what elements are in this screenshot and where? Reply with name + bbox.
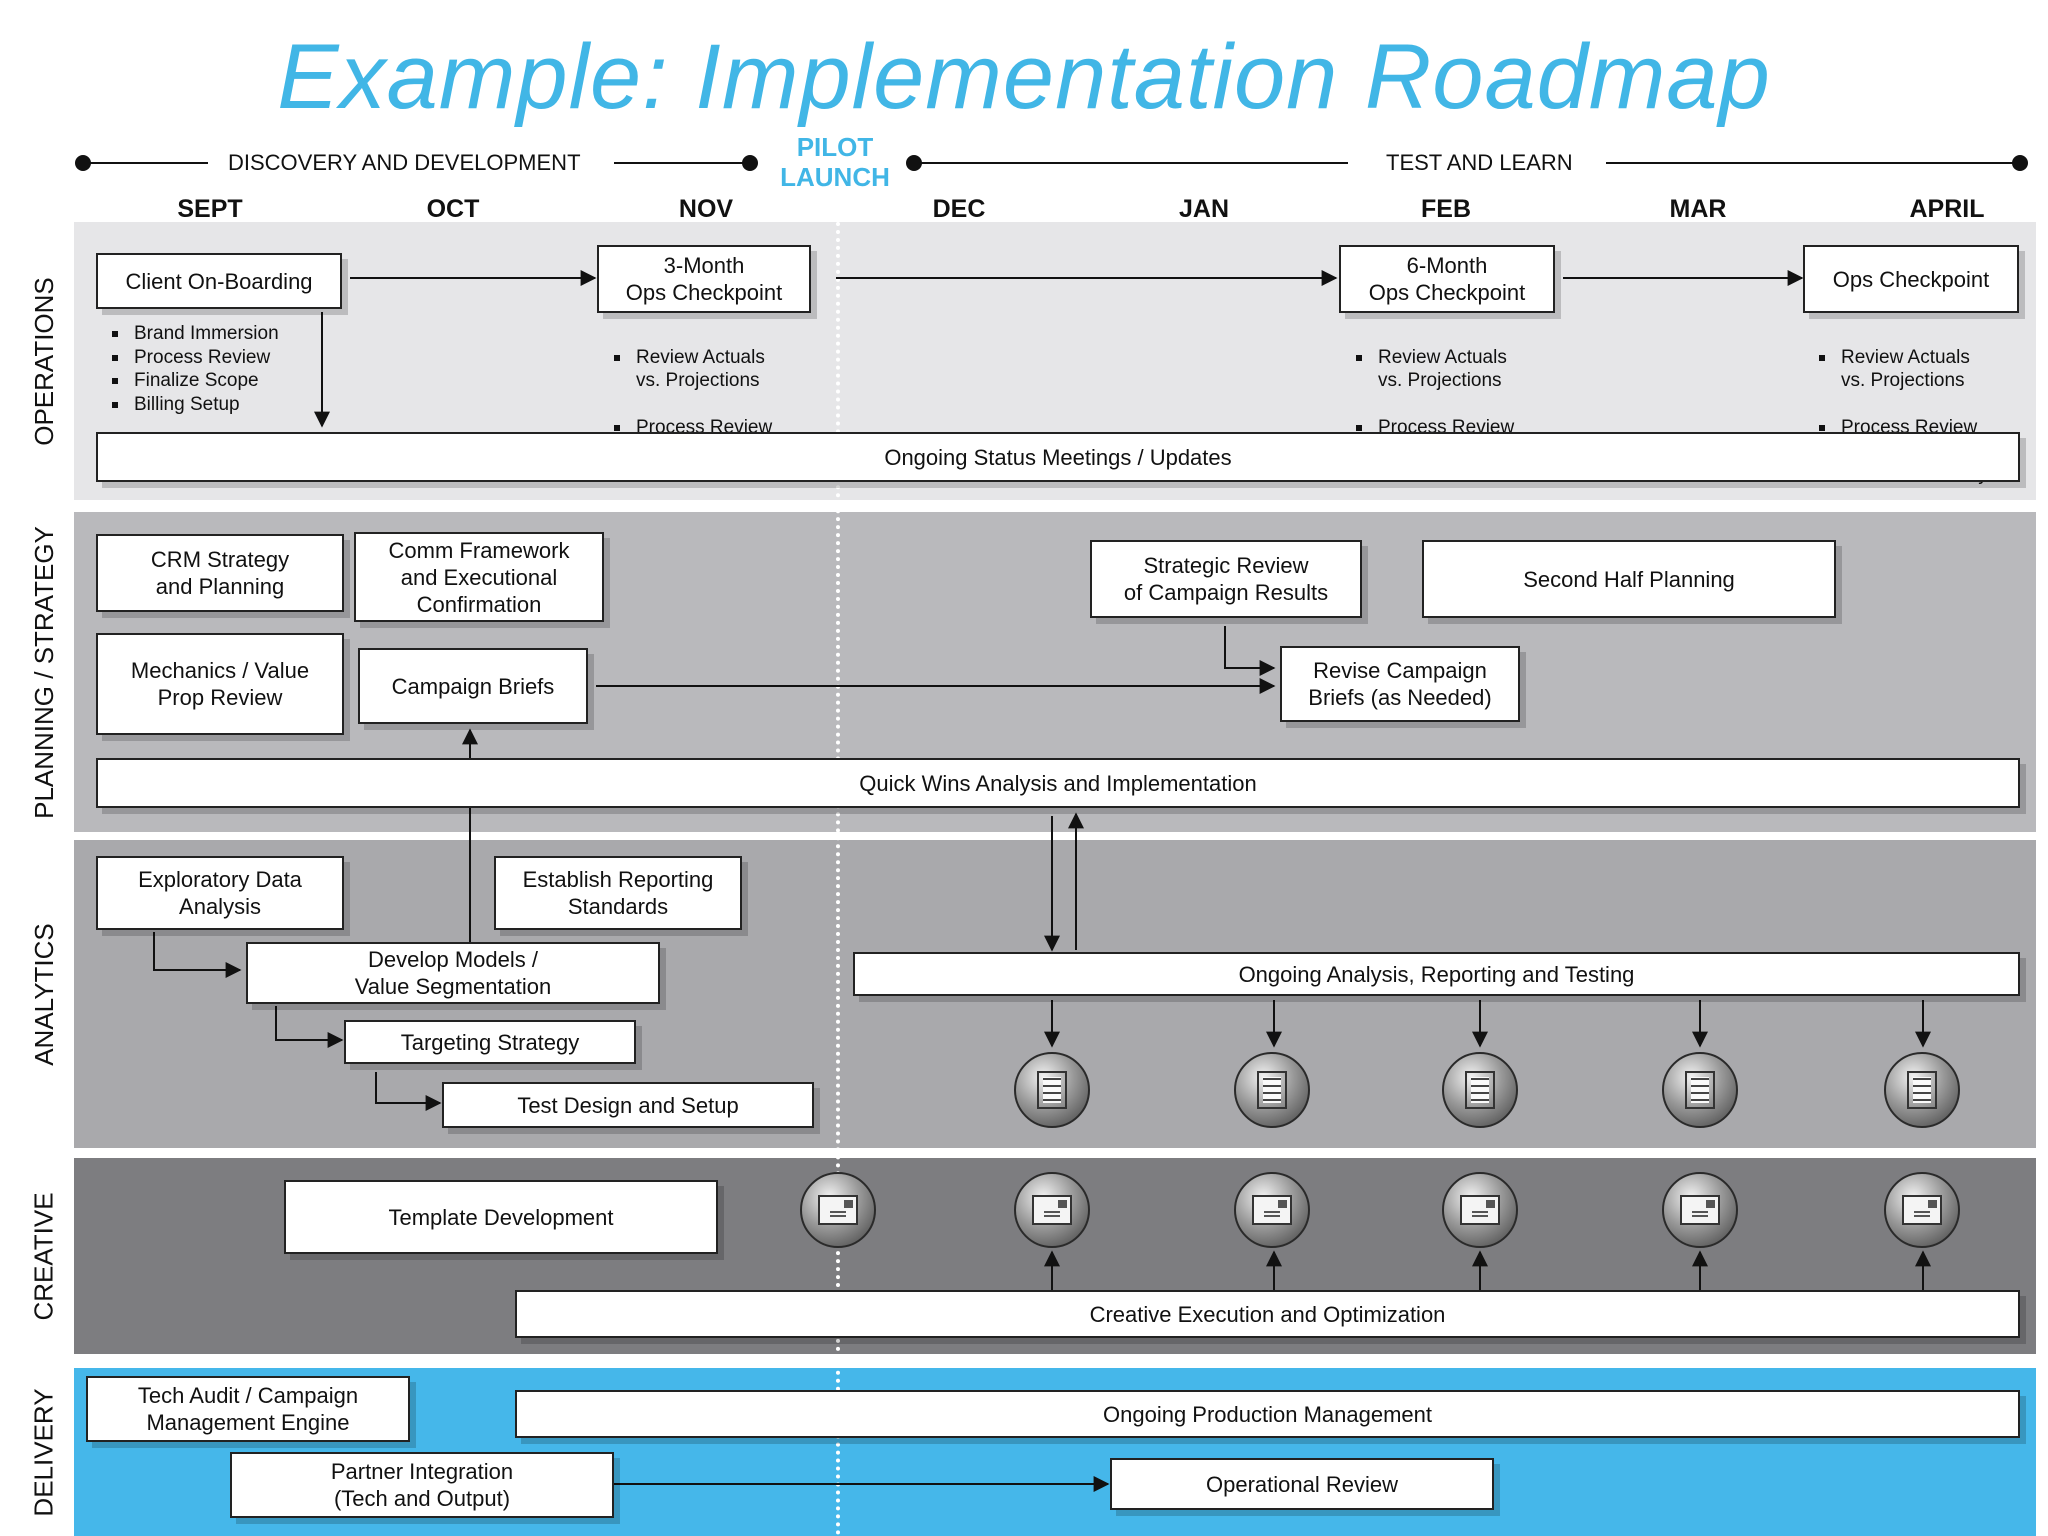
task-item: Brand Immersion [110, 322, 330, 346]
month-label: NOV [678, 195, 734, 223]
reporting-standards-box: Establish Reporting Standards [494, 856, 742, 930]
campaign-briefs-box: Campaign Briefs [358, 648, 588, 724]
client-onboarding-box: Client On-Boarding [96, 253, 342, 309]
page-title: Example: Implementation Roadmap [277, 26, 1771, 128]
partner-integration-box: Partner Integration (Tech and Output) [230, 1452, 614, 1518]
mechanics-review-box: Mechanics / Value Prop Review [96, 633, 344, 735]
task-item: Finalize Scope [110, 369, 330, 393]
month-label: APRIL [1909, 195, 1985, 223]
report-document-icon [1442, 1052, 1518, 1128]
revise-briefs-box: Revise Campaign Briefs (as Needed) [1280, 646, 1520, 722]
month-label: DEC [932, 195, 986, 223]
month-label: SEPT [177, 195, 243, 223]
report-document-icon [1014, 1052, 1090, 1128]
report-document-icon [1234, 1052, 1310, 1128]
month-label: OCT [426, 195, 480, 223]
direct-mail-icon [1442, 1172, 1518, 1248]
second-half-planning-box: Second Half Planning [1422, 540, 1836, 618]
ongoing-analysis-bar: Ongoing Analysis, Reporting and Testing [853, 952, 2020, 996]
task-item: Process Review [110, 346, 330, 370]
ops-checkpoint-box: Ops Checkpoint [1803, 245, 2019, 313]
develop-models-box: Develop Models / Value Segmentation [246, 942, 660, 1004]
direct-mail-icon [1014, 1172, 1090, 1248]
creative-execution-bar: Creative Execution and Optimization [515, 1290, 2020, 1338]
task-item: Billing Setup [110, 393, 330, 417]
three-month-checkpoint-box: 3-Month Ops Checkpoint [597, 245, 811, 313]
timeline-line [1606, 162, 2018, 164]
month-label: MAR [1669, 195, 1727, 223]
month-label: JAN [1178, 195, 1229, 223]
timeline-pilot-dot-left [742, 155, 758, 171]
crm-strategy-box: CRM Strategy and Planning [96, 534, 344, 612]
timeline-end-dot [2012, 155, 2028, 171]
timeline-line [914, 162, 1348, 164]
phase-discovery-label: DISCOVERY AND DEVELOPMENT [228, 150, 581, 175]
pilot-launch-label: PILOT LAUNCH [780, 132, 890, 192]
onboarding-task-list: Brand Immersion Process Review Finalize … [110, 322, 330, 416]
quick-wins-bar: Quick Wins Analysis and Implementation [96, 758, 2020, 808]
task-item: Review Actuals vs. Projections [1817, 346, 2027, 393]
test-design-box: Test Design and Setup [442, 1082, 814, 1128]
status-meetings-bar: Ongoing Status Meetings / Updates [96, 432, 2020, 482]
targeting-strategy-box: Targeting Strategy [344, 1020, 636, 1064]
strategic-review-box: Strategic Review of Campaign Results [1090, 540, 1362, 618]
timeline-line [83, 162, 208, 164]
direct-mail-icon [1662, 1172, 1738, 1248]
report-document-icon [1884, 1052, 1960, 1128]
production-management-bar: Ongoing Production Management [515, 1390, 2020, 1438]
direct-mail-icon [1234, 1172, 1310, 1248]
timeline-line [614, 162, 750, 164]
task-item: Review Actuals vs. Projections [1354, 346, 1574, 393]
direct-mail-icon [800, 1172, 876, 1248]
direct-mail-icon [1884, 1172, 1960, 1248]
report-document-icon [1662, 1052, 1738, 1128]
template-development-box: Template Development [284, 1180, 718, 1254]
tech-audit-box: Tech Audit / Campaign Management Engine [86, 1376, 410, 1442]
pilot-launch-divider [836, 222, 840, 1536]
exploratory-analysis-box: Exploratory Data Analysis [96, 856, 344, 930]
month-label: FEB [1421, 195, 1471, 223]
task-item: Review Actuals vs. Projections [612, 346, 832, 393]
comm-framework-box: Comm Framework and Executional Confirmat… [354, 532, 604, 622]
six-month-checkpoint-box: 6-Month Ops Checkpoint [1339, 245, 1555, 313]
phase-test-label: TEST AND LEARN [1386, 150, 1573, 175]
operational-review-box: Operational Review [1110, 1458, 1494, 1510]
